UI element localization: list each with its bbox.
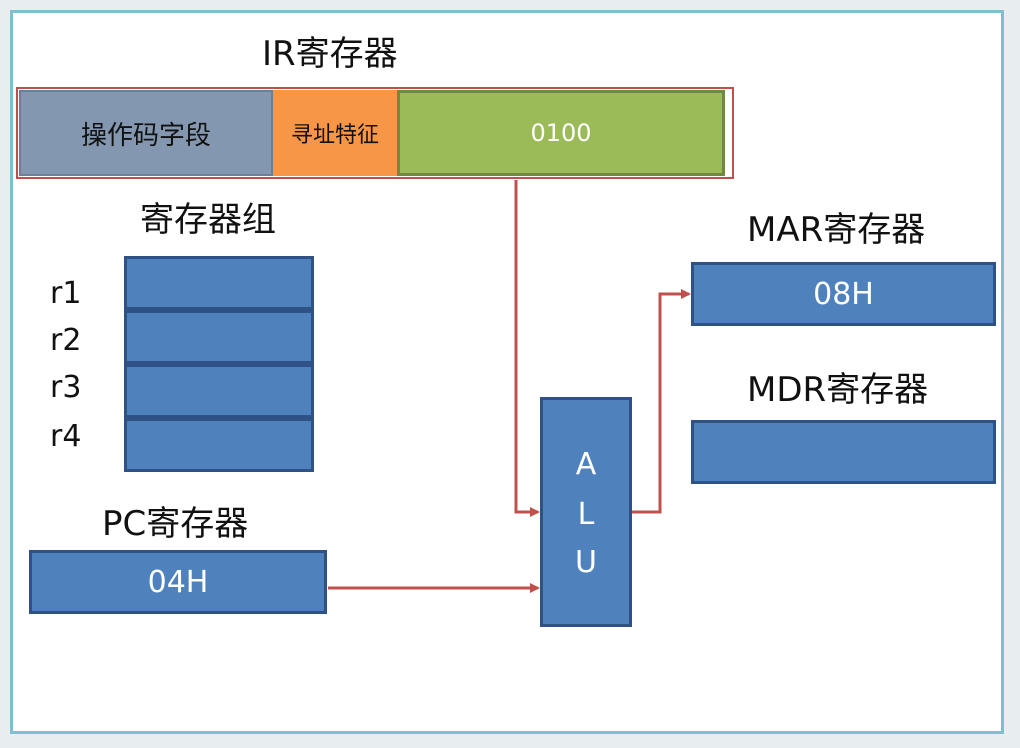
alu-letter-l: L	[577, 497, 595, 532]
alu-to-mar-arrow	[632, 289, 691, 514]
register-r4-cell	[124, 418, 314, 472]
mar-register-title: MAR寄存器	[747, 210, 926, 250]
pc-register-title: PC寄存器	[102, 504, 249, 544]
register-group-title: 寄存器组	[140, 200, 276, 240]
alu-letter-a: A	[575, 447, 597, 482]
ir-register-title: IR寄存器	[262, 34, 398, 74]
mdr-register-box	[691, 420, 996, 484]
register-r4-label: r4	[50, 419, 82, 454]
ir-addressing-field: 寻址特征	[273, 90, 397, 176]
register-r1-label: r1	[50, 276, 82, 311]
mar-register-box: 08H	[691, 262, 996, 326]
mdr-register-title: MDR寄存器	[747, 370, 929, 410]
register-r2-cell	[124, 310, 314, 364]
register-r2-label: r2	[50, 323, 82, 358]
ir-to-alu-arrow	[514, 180, 540, 517]
register-r1-cell	[124, 256, 314, 310]
ir-opcode-field: 操作码字段	[19, 90, 273, 176]
alu-letter-u: U	[575, 545, 597, 580]
register-r3-cell	[124, 364, 314, 418]
ir-address-value: 0100	[397, 90, 725, 176]
alu-box: A L U	[540, 397, 632, 627]
register-r3-label: r3	[50, 370, 82, 405]
pc-register-box: 04H	[29, 550, 327, 614]
